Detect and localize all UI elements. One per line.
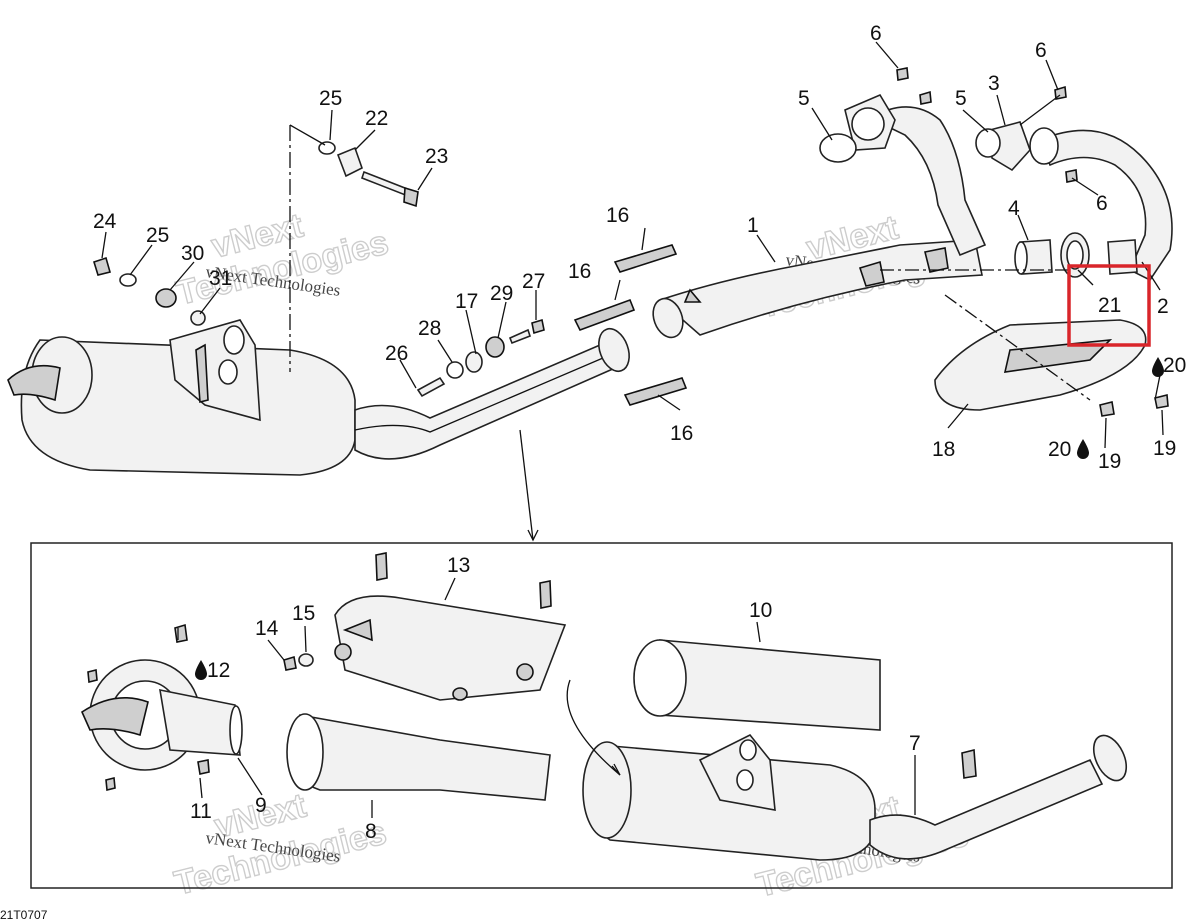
mount-hardware	[93, 67, 1169, 417]
callout-16: 16	[670, 422, 693, 445]
callout-22: 22	[365, 107, 388, 130]
callout-13: 13	[447, 554, 470, 577]
callout-9: 9	[255, 794, 267, 817]
callout-19: 19	[1098, 450, 1121, 473]
callout-30: 30	[181, 242, 204, 265]
callout-24: 24	[93, 210, 117, 233]
muffler-assembly	[7, 319, 356, 476]
callout-10: 10	[749, 599, 772, 622]
callout-11: 11	[190, 800, 212, 823]
callout-21: 21	[1098, 294, 1121, 317]
callout-labels: 25 22 23 24 25 30 31 26 28 17 29 27 16 1…	[93, 22, 1186, 843]
callout-16: 16	[568, 260, 591, 283]
leader-lines-inset	[177, 577, 916, 818]
oil-drop-icon	[1152, 357, 1164, 377]
diagram-code: 21T0707	[0, 908, 48, 922]
callout-6: 6	[1096, 192, 1108, 215]
callout-5: 5	[798, 87, 810, 110]
leader-lines-upper	[101, 41, 1164, 542]
callout-27: 27	[522, 270, 545, 293]
callout-17: 17	[455, 290, 478, 313]
callout-20: 20	[1048, 438, 1071, 461]
callout-26: 26	[385, 342, 408, 365]
pipe-upper-left	[354, 327, 630, 460]
callout-19: 19	[1153, 437, 1176, 460]
callout-15: 15	[292, 602, 315, 625]
watermark-top-left: vNext Technologies vNext Technologies	[172, 206, 393, 314]
heat-shield	[934, 319, 1147, 411]
oil-drop-icon	[195, 660, 207, 680]
callout-31: 31	[209, 267, 232, 290]
callout-6: 6	[1035, 39, 1047, 62]
exploded-view-frame	[30, 542, 1173, 889]
pipe-middle	[652, 239, 983, 339]
highlight-box-part-21	[1067, 264, 1151, 347]
callout-20: 20	[1163, 354, 1186, 377]
callout-5: 5	[955, 87, 967, 110]
inset-parts	[80, 552, 1128, 861]
callout-16: 16	[606, 204, 629, 227]
callout-18: 18	[932, 438, 955, 461]
callout-28: 28	[418, 317, 441, 340]
spring-bottom	[623, 377, 688, 406]
callout-6: 6	[870, 22, 882, 45]
callout-29: 29	[490, 282, 513, 305]
callout-12: 12	[207, 659, 230, 682]
oil-drop-icon	[1077, 439, 1089, 459]
callout-14: 14	[255, 617, 279, 640]
spring-middle	[573, 298, 636, 331]
callout-1: 1	[747, 214, 759, 237]
oil-drop-icons	[195, 357, 1164, 680]
header-pipes	[819, 93, 1173, 282]
callout-8: 8	[365, 820, 377, 843]
spring-top	[613, 244, 678, 273]
callout-23: 23	[425, 145, 448, 168]
callout-25: 25	[319, 87, 342, 110]
callout-4: 4	[1008, 197, 1020, 220]
callout-3: 3	[988, 72, 1000, 95]
callout-7: 7	[909, 732, 921, 755]
callout-25: 25	[146, 224, 169, 247]
callout-2: 2	[1157, 295, 1169, 318]
